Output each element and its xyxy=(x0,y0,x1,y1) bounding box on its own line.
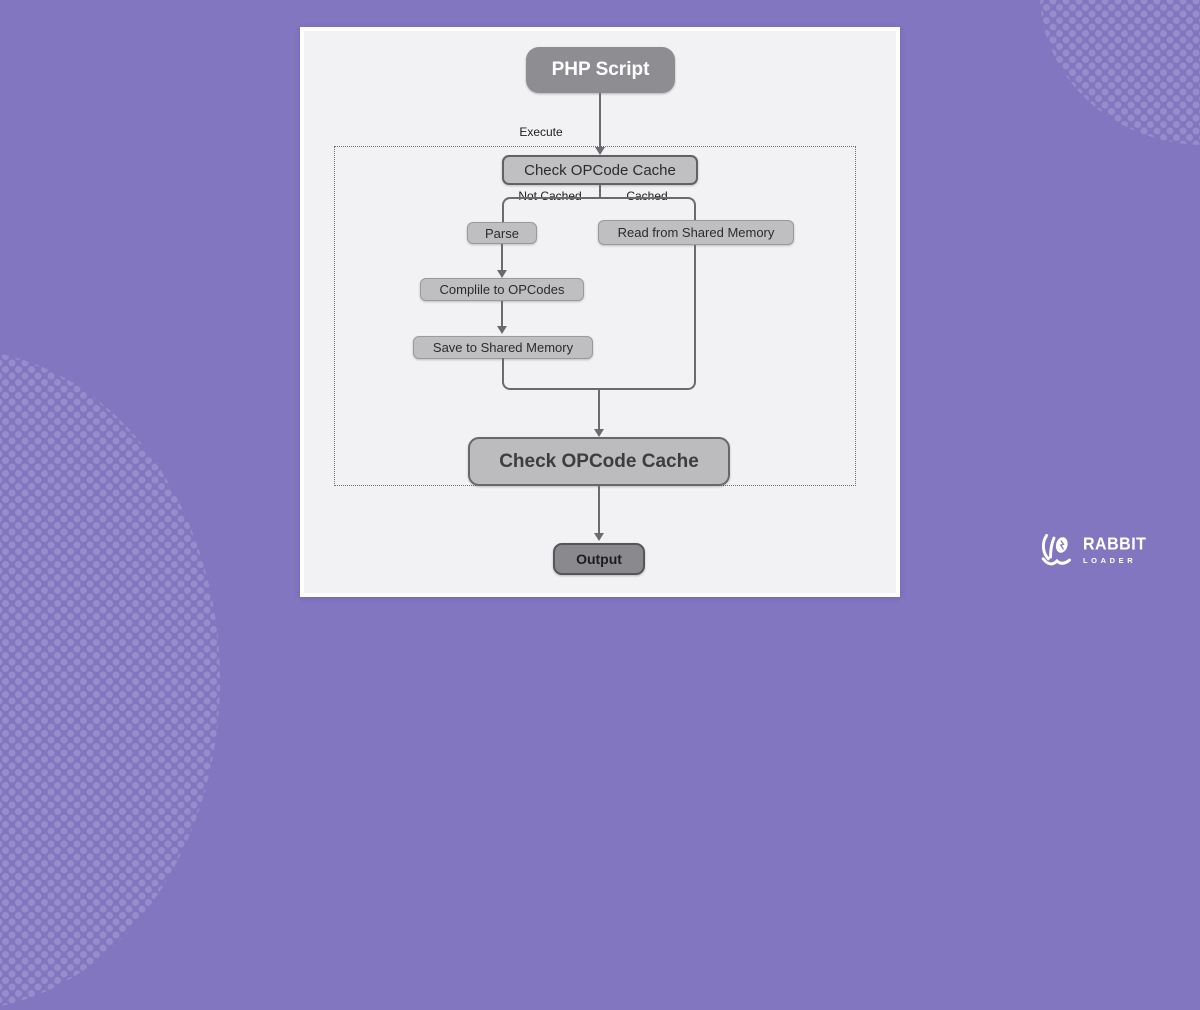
node-php-script: PHP Script xyxy=(526,47,675,93)
dot-pattern-bottom-left xyxy=(0,350,220,1010)
edge-compile-to-save xyxy=(501,301,503,327)
arrowhead-php-to-check xyxy=(595,147,605,155)
arrowhead-compile-to-save xyxy=(497,326,507,334)
node-check-opcode-cache-big: Check OPCode Cache xyxy=(468,437,730,486)
edge-label-execute: Execute xyxy=(519,125,563,139)
edge-merge-bracket xyxy=(502,358,696,390)
arrowhead-check-to-output xyxy=(594,533,604,541)
dot-pattern-top-right xyxy=(1040,0,1200,145)
rabbit-ears-icon xyxy=(1038,530,1076,572)
node-read-from-shared-memory: Read from Shared Memory xyxy=(598,220,794,245)
edge-cached-branch-line xyxy=(694,245,696,360)
edge-php-to-check xyxy=(599,93,601,148)
arrowhead-parse-to-compile xyxy=(497,270,507,278)
edge-merge-to-check xyxy=(598,390,600,430)
node-compile-to-opcodes: Complile to OPCodes xyxy=(420,278,584,301)
logo-brand-text: RABBIT xyxy=(1083,535,1147,555)
node-parse: Parse xyxy=(467,222,537,244)
node-output: Output xyxy=(553,543,645,575)
rabbitloader-logo: RABBIT LOADER xyxy=(1038,530,1146,572)
edge-check-to-output xyxy=(598,486,600,534)
edge-branch-bracket xyxy=(502,197,696,222)
flowchart-canvas: PHP Script Execute Check OPCode Cache No… xyxy=(304,31,896,593)
edge-parse-to-compile xyxy=(501,244,503,271)
edge-label-not-cached: Not Cached xyxy=(518,189,582,203)
edge-label-cached: Cached xyxy=(626,189,668,203)
diagram-card: PHP Script Execute Check OPCode Cache No… xyxy=(300,27,900,597)
node-save-to-shared-memory: Save to Shared Memory xyxy=(413,336,593,359)
node-check-opcode-cache-top: Check OPCode Cache xyxy=(502,155,698,185)
edge-branch-stub xyxy=(599,185,601,198)
logo-brand-subtext: LOADER xyxy=(1083,556,1137,566)
arrowhead-merge-to-check xyxy=(594,429,604,437)
